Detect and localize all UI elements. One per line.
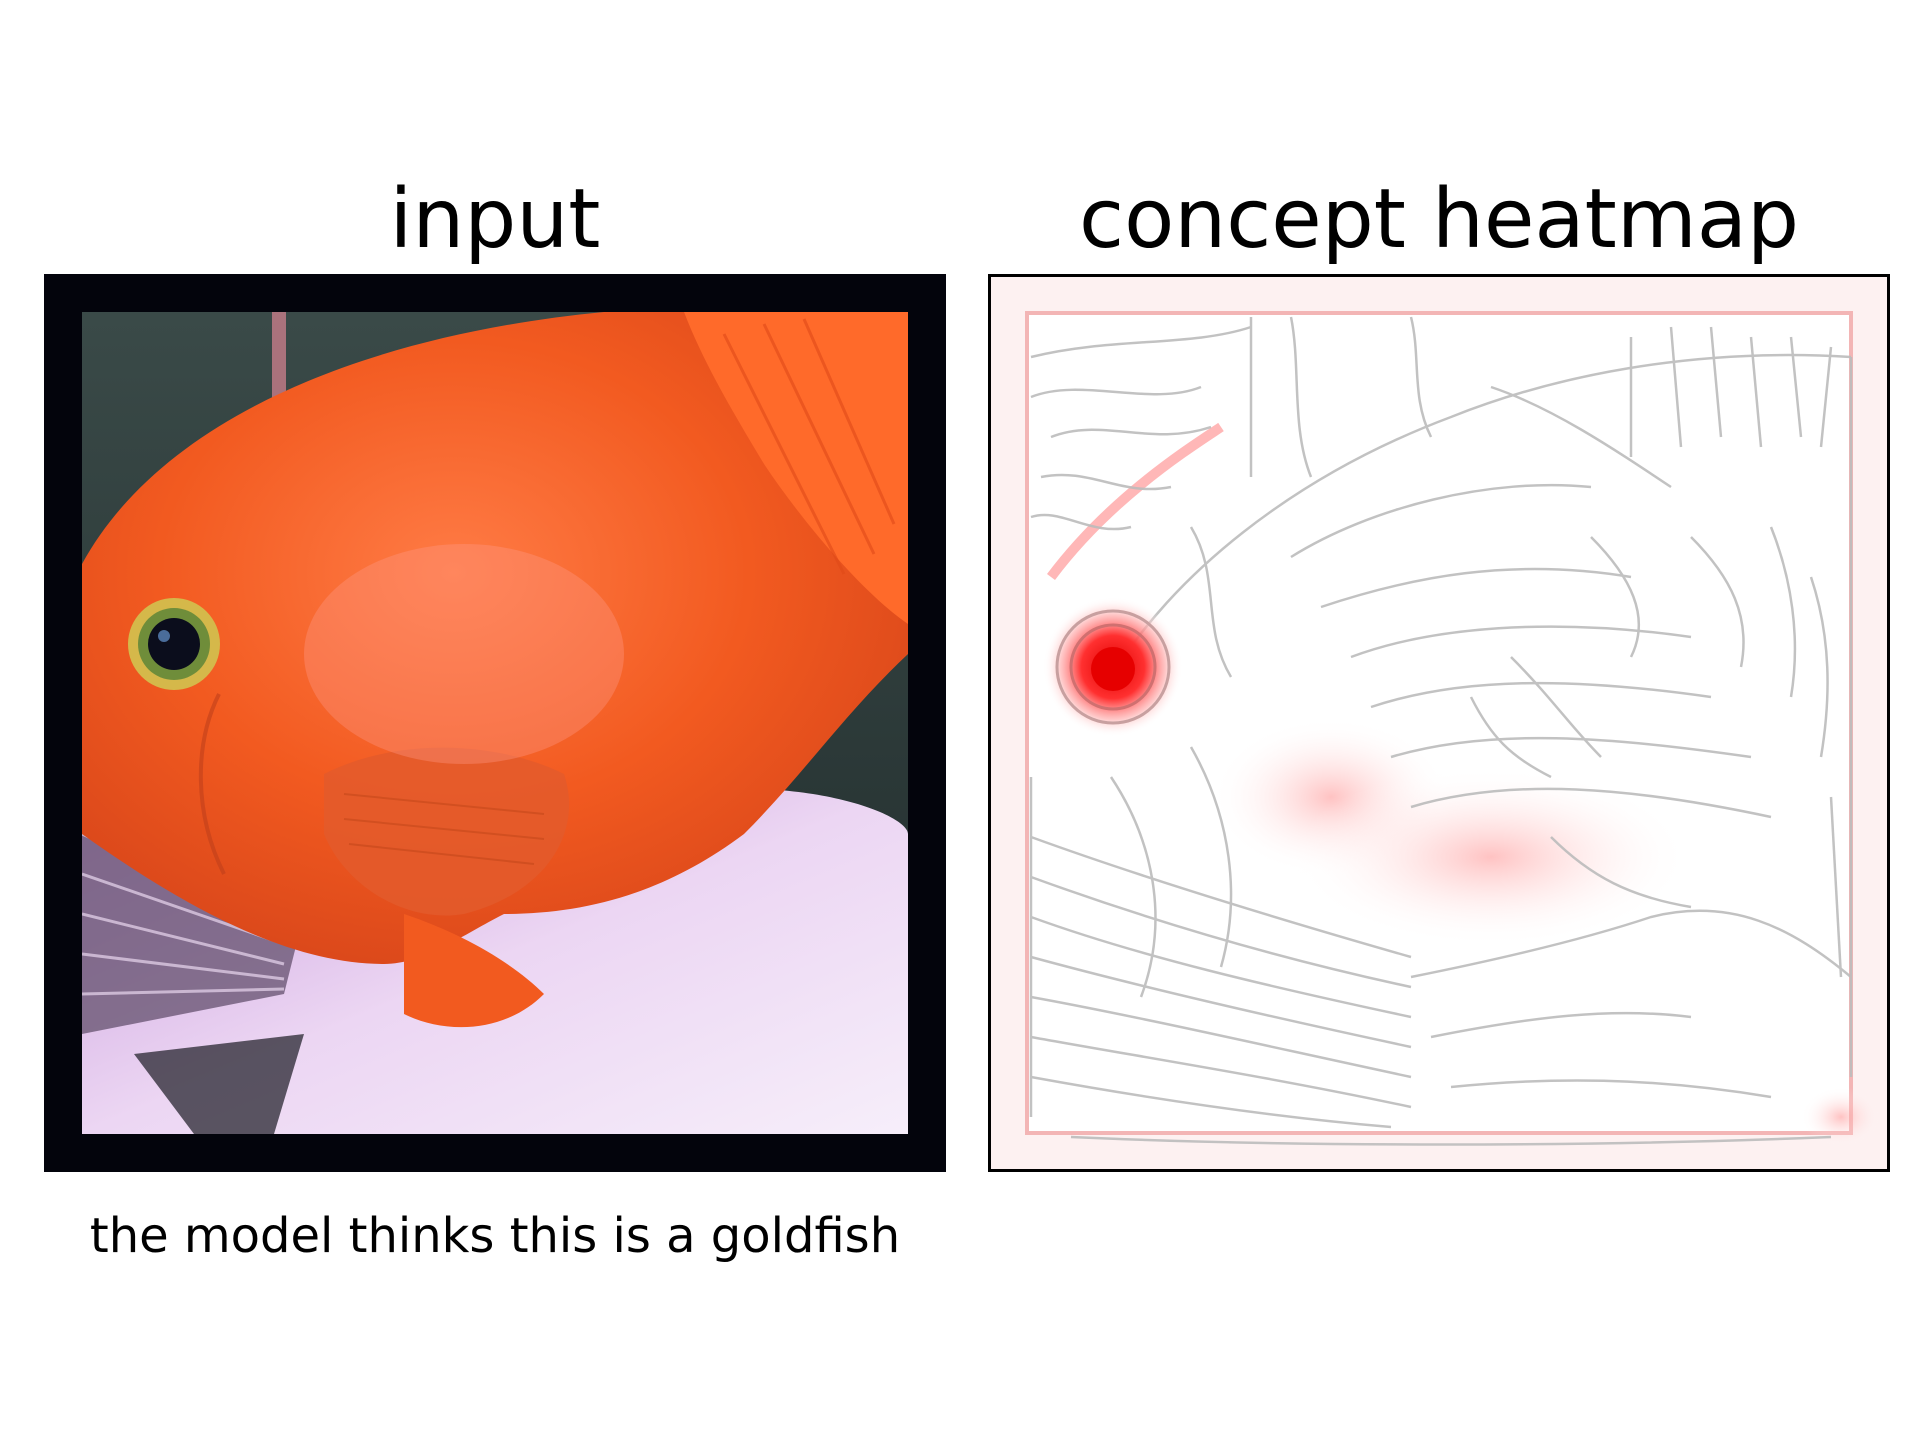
input-fish-image (82, 312, 908, 1134)
input-panel-title: input (389, 172, 601, 267)
heatmap-panel-title: concept heatmap (1078, 172, 1800, 267)
heatmap-image-frame (988, 274, 1890, 1172)
prediction-caption: the model thinks this is a goldfish (89, 1208, 901, 1264)
concept-heatmap-image (991, 277, 1887, 1169)
input-image-frame (44, 274, 946, 1172)
